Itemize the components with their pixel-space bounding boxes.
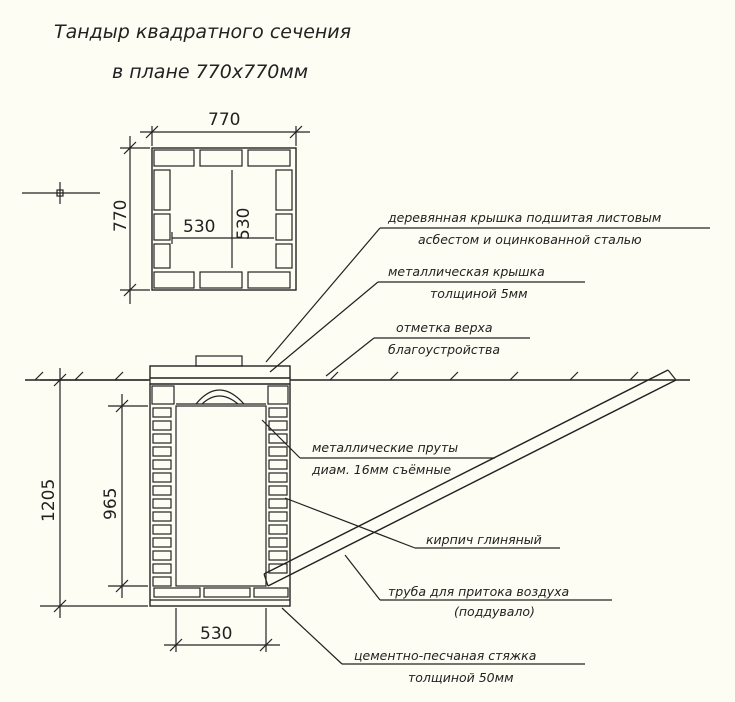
callout-metal-rods: металлические пруты <box>312 440 458 455</box>
callout-metal-lid: металлическая крышка <box>388 264 545 279</box>
title-line-2: в плане 770х770мм <box>112 61 308 83</box>
plan-view <box>151 147 297 291</box>
section-view <box>25 355 690 607</box>
callout-air-pipe: труба для притока воздуха <box>388 584 569 599</box>
callout-wooden-lid-2: асбестом и оцинкованной сталью <box>418 232 642 247</box>
callout-metal-lid-2: толщиной 5мм <box>430 286 528 301</box>
callout-screed: цементно-песчаная стяжка <box>354 648 536 663</box>
callout-wooden-lid: деревянная крышка подшитая листовым <box>387 210 661 225</box>
callout-metal-rods-2: диам. 16мм съёмные <box>311 462 451 477</box>
callout-screed-2: толщиной 50мм <box>408 670 514 685</box>
callout-air-pipe-2: (поддувало) <box>454 604 535 619</box>
callout-clay-brick: кирпич глиняный <box>426 532 542 547</box>
callout-grade-level-2: благоустройства <box>388 342 500 357</box>
inner-width-label: 530 <box>183 217 215 237</box>
pit-depth-label: 965 <box>101 488 121 520</box>
total-depth-label: 1205 <box>39 479 59 522</box>
plan-width-label: 770 <box>208 110 240 130</box>
inner-height-label: 530 <box>234 208 254 240</box>
plan-height-label: 770 <box>111 200 131 232</box>
title-line-1: Тандыр квадратного сечения <box>54 21 351 43</box>
callout-grade-level: отметка верха <box>396 320 493 335</box>
base-width-label: 530 <box>200 624 232 644</box>
